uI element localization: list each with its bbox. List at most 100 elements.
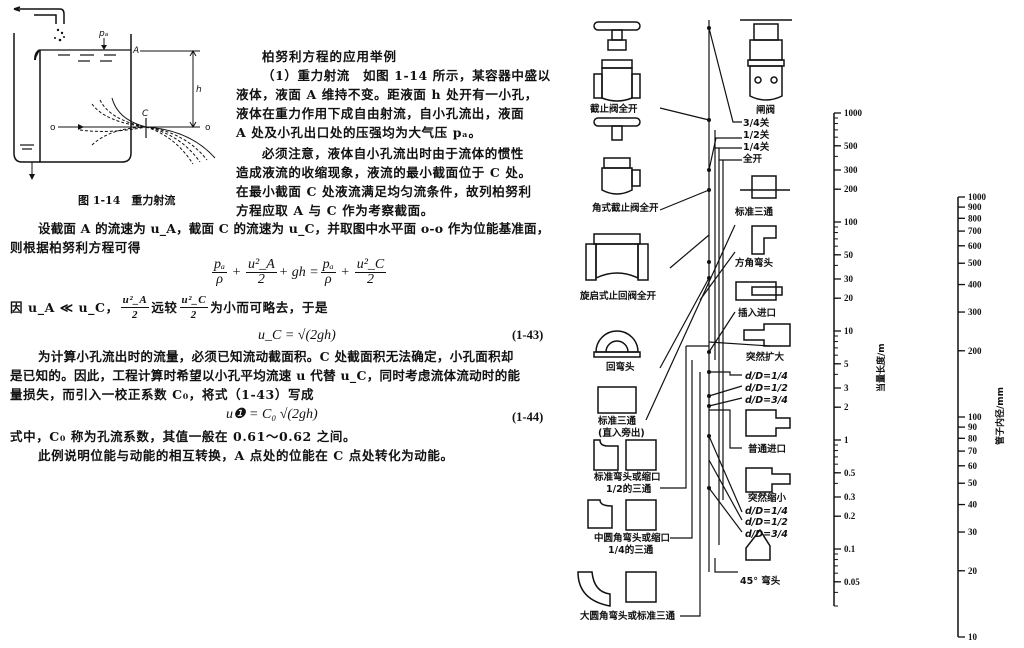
- square-elbow-icon: [751, 225, 777, 255]
- label-quarter-tee: 1/4的三通: [608, 544, 654, 556]
- label-globe-valve-open: 截止阀全开: [590, 103, 638, 115]
- equation-1-44: u❶ = C₀ √(2gh): [226, 407, 318, 422]
- para5-line2: 此例说明位能与动能的相互转换，A 点处的位能在 C 点处转化为动能。: [38, 448, 454, 463]
- inward-projecting-inlet-icon: [735, 281, 783, 301]
- standard-elbow-icon: [593, 439, 657, 471]
- tick-label: 0.1: [844, 544, 856, 554]
- since-frac1-num: u²_A: [120, 294, 150, 308]
- label-con-d-1-2: d/D=1/2: [745, 517, 788, 528]
- label-three-quarter-closed: 3/4关: [743, 117, 770, 129]
- tick-label: 200: [844, 184, 858, 194]
- para1-line4: A 处及小孔出口处的压强均为大气压 pₐ。: [236, 125, 482, 140]
- equation-number-1-43: (1-43): [512, 328, 544, 342]
- tick-label: 20: [968, 566, 978, 576]
- label-standard-elbow: 标准弯头或缩口: [593, 471, 661, 483]
- label-pa: pₐ: [98, 29, 109, 39]
- outer-tank: [13, 33, 40, 163]
- sudden-contraction-icon: [745, 467, 791, 493]
- label-ordinary-inlet: 普通进口: [748, 443, 786, 455]
- eq-term4-num: u²_C: [354, 257, 387, 273]
- para3-line1: 设截面 A 的流速为 u_A，截面 C 的流速为 u_C，并取图中水平面 o-o…: [38, 221, 550, 236]
- tick-label: 30: [844, 274, 854, 284]
- tick-label: 90: [968, 422, 978, 432]
- label-fully-open: 全开: [742, 153, 763, 165]
- since-frac2-num: u²_C: [179, 294, 209, 308]
- para1-line1: （1）重力射流 如图 1-14 所示，某容器中盛以: [262, 68, 551, 83]
- equation-number-1-44: (1-44): [512, 410, 544, 424]
- para4-line3: 量损失，而引入一校正系数 C₀，将式（1-43）写成: [10, 387, 315, 402]
- label-angle-valve-open: 角式截止阀全开: [592, 202, 659, 214]
- label-h: h: [196, 85, 202, 95]
- tick-label: 0.5: [844, 468, 856, 478]
- tick-label: 400: [968, 280, 982, 290]
- tick-label: 50: [844, 250, 854, 260]
- tick-label: 2: [844, 402, 849, 412]
- tick-label: 1000: [844, 108, 863, 118]
- equivalent-length-axis-title: 当量长度/m: [875, 343, 887, 392]
- label-medium-elbow: 中圆角弯头或缩口: [594, 532, 670, 544]
- tick-label: 0.3: [844, 492, 856, 502]
- label-elbow-45: 45° 弯头: [740, 575, 781, 587]
- eq-term2-num: u²_A: [246, 257, 277, 273]
- elbow-45-icon: [745, 528, 771, 561]
- equation-1-43: u_C = √(2gh): [258, 328, 336, 343]
- tick-label: 1000: [968, 192, 987, 202]
- standard-tee-run-icon: [740, 175, 790, 199]
- since-frac2-den: 2: [190, 309, 197, 321]
- standard-tee-icon: [597, 386, 637, 414]
- tick-label: 10: [844, 326, 854, 336]
- label-sudden-contraction: 突然缩小: [748, 492, 787, 504]
- para2-line3: 在最小截面 C 处液流满足均匀流条件，故列柏努利: [236, 184, 532, 199]
- label-swing-check-valve: 旋启式止回阀全开: [579, 290, 657, 302]
- tick-label: 0.2: [844, 511, 856, 521]
- tick-label: 800: [968, 213, 982, 223]
- label-sudden-enlargement: 突然扩大: [746, 351, 785, 363]
- label-half-closed: 1/2关: [743, 129, 770, 141]
- since-mid: 远较: [151, 299, 178, 315]
- label-C: C: [142, 109, 149, 119]
- para2-line2: 造成液流的收缩现象，液流的最小截面位于 C 处。: [236, 165, 532, 180]
- eq-mid: + gh =: [278, 264, 319, 280]
- label-projecting-inlet: 插入进口: [738, 307, 776, 319]
- tick-label: 500: [844, 141, 858, 151]
- tick-label: 100: [844, 217, 858, 227]
- label-o-right: o: [205, 123, 211, 133]
- tick-label: 10: [968, 632, 978, 642]
- tick-label: 80: [968, 433, 978, 443]
- eq-term3-num: pₐ: [320, 257, 336, 273]
- water-drops-icon: [54, 28, 65, 42]
- label-square-elbow: 方角弯头: [735, 257, 774, 269]
- since-pre: 因 u_A ≪ u_C，: [10, 299, 119, 315]
- tick-label: 600: [968, 241, 982, 251]
- label-half-tee: 1/2的三通: [606, 483, 652, 495]
- label-enl-d-1-2: d/D=1/2: [745, 383, 788, 394]
- para4-line2: 是已知的。因此，工程计算时希望以小孔平均流速 u 代替 u_C，同时考虑流体流动…: [10, 368, 521, 383]
- since-frac1-den: 2: [131, 309, 139, 321]
- tick-label: 60: [968, 461, 978, 471]
- tick-label: 300: [844, 165, 858, 175]
- tick-label: 30: [968, 527, 978, 537]
- tick-label: 0.05: [844, 577, 860, 587]
- tick-label: 3: [844, 383, 849, 393]
- figure-1-14-diagram: pₐ A h o o C: [13, 6, 216, 180]
- section-title: 柏努利方程的应用举例: [262, 49, 398, 64]
- tick-label: 5: [844, 359, 849, 369]
- pipe-diameter-scale: 1000900800700600500400300200100908070605…: [957, 192, 987, 642]
- label-gate-valve: 闸阀: [756, 104, 775, 116]
- eq-term4-den: 2: [366, 272, 374, 287]
- label-standard-tee-run: 标准三通: [734, 206, 774, 218]
- long-radius-elbow-icon: [577, 571, 657, 607]
- label-tee-branch: (直入旁出): [598, 427, 645, 439]
- para2-line4: 方程应取 A 与 C 作为考察截面。: [236, 203, 434, 218]
- label-con-d-1-4: d/D=1/4: [745, 506, 788, 517]
- label-A: A: [132, 46, 139, 56]
- since-post: 为小而可略去，于是: [210, 299, 329, 315]
- sudden-enlargement-icon: [743, 323, 791, 347]
- tick-label: 500: [968, 258, 982, 268]
- para5-line1: 式中，C₀ 称为孔流系数，其值一般在 0.61～0.62 之间。: [10, 429, 357, 444]
- return-bend-icon: [593, 330, 641, 358]
- eq-term2-den: 2: [257, 272, 265, 287]
